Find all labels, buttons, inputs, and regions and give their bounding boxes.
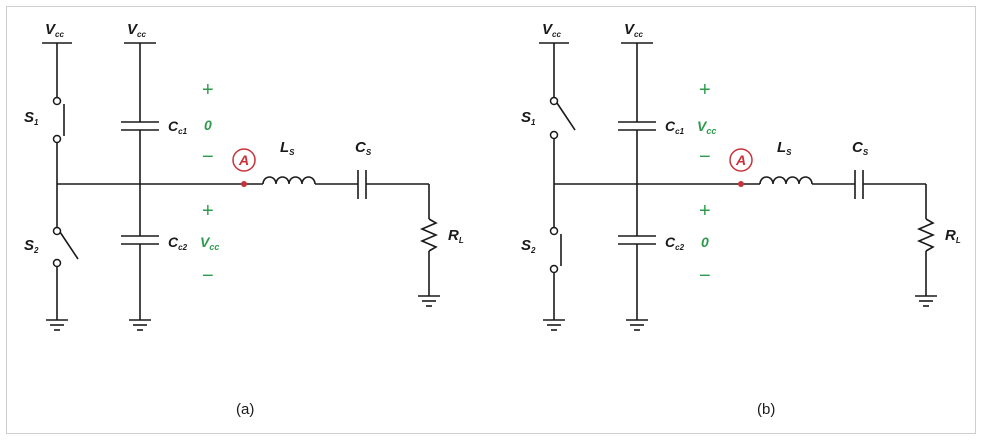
rl-label: RL: [945, 227, 961, 245]
node-a-dot: [241, 181, 247, 187]
s1-bottom-contact: [52, 134, 62, 144]
cc1-label: Cc1: [665, 118, 685, 136]
s2-bottom-contact: [52, 258, 62, 268]
s1-label: S1: [521, 109, 536, 127]
cc1-voltage: Vcc: [697, 118, 716, 136]
s2-top-contact: [52, 226, 62, 236]
node-a-label: A: [735, 152, 746, 168]
s1-bottom-contact: [549, 130, 559, 140]
cc2-voltage: 0: [701, 234, 709, 250]
s2-top-contact: [549, 226, 559, 236]
inductor-ls: [759, 176, 813, 185]
cc2-label: Cc2: [168, 234, 188, 252]
resistor-rl: [419, 218, 439, 252]
ls-label: LS: [777, 139, 792, 157]
s2-label: S2: [24, 237, 39, 255]
cc2-plus-sign: +: [202, 200, 214, 222]
cc1-plus-sign: +: [202, 79, 214, 101]
ground-icon: [626, 319, 648, 331]
cs-label: CS: [355, 139, 372, 157]
node-a-marker: [729, 148, 753, 172]
ground-icon: [915, 295, 937, 307]
vcc-label-left: Vcc: [542, 21, 561, 39]
cs-label: CS: [852, 139, 869, 157]
rl-label: RL: [448, 227, 464, 245]
cc2-voltage: Vcc: [200, 234, 219, 252]
cc2-minus-sign: −: [202, 265, 214, 287]
cc1-plus-sign: +: [699, 79, 711, 101]
panel-b: Vcc Vcc S1 S2 Cc1 Cc2 + Vcc − + 0 −: [521, 21, 961, 418]
node-a-dot: [738, 181, 744, 187]
cc1-minus-sign: −: [202, 146, 214, 168]
ls-label: LS: [280, 139, 295, 157]
cc2-minus-sign: −: [699, 265, 711, 287]
s1-open-blade: [556, 102, 576, 131]
node-a-label: A: [238, 152, 249, 168]
ground-icon: [418, 295, 440, 307]
ground-icon: [129, 319, 151, 331]
figure-frame: [6, 6, 976, 434]
cc1-voltage: 0: [204, 117, 212, 133]
cc2-plus-sign: +: [699, 200, 711, 222]
vcc-label-right: Vcc: [624, 21, 643, 39]
s2-bottom-contact: [549, 264, 559, 274]
resistor-rl: [916, 218, 936, 252]
ground-icon: [46, 319, 68, 331]
vcc-label-left: Vcc: [45, 21, 64, 39]
ground-icon: [543, 319, 565, 331]
node-a-marker: [232, 148, 256, 172]
cc1-minus-sign: −: [699, 146, 711, 168]
caption-a: (a): [236, 401, 254, 418]
s1-top-contact: [549, 96, 559, 106]
panel-a: Vcc Vcc S1 S2 Cc1 Cc2 + 0 − +: [24, 21, 464, 418]
s2-label: S2: [521, 237, 536, 255]
cc1-label: Cc1: [168, 118, 188, 136]
inductor-ls: [262, 176, 316, 185]
s2-open-blade: [59, 231, 79, 260]
vcc-label-right: Vcc: [127, 21, 146, 39]
s1-label: S1: [24, 109, 39, 127]
caption-b: (b): [757, 401, 775, 418]
s1-top-contact: [52, 96, 62, 106]
cc2-label: Cc2: [665, 234, 685, 252]
